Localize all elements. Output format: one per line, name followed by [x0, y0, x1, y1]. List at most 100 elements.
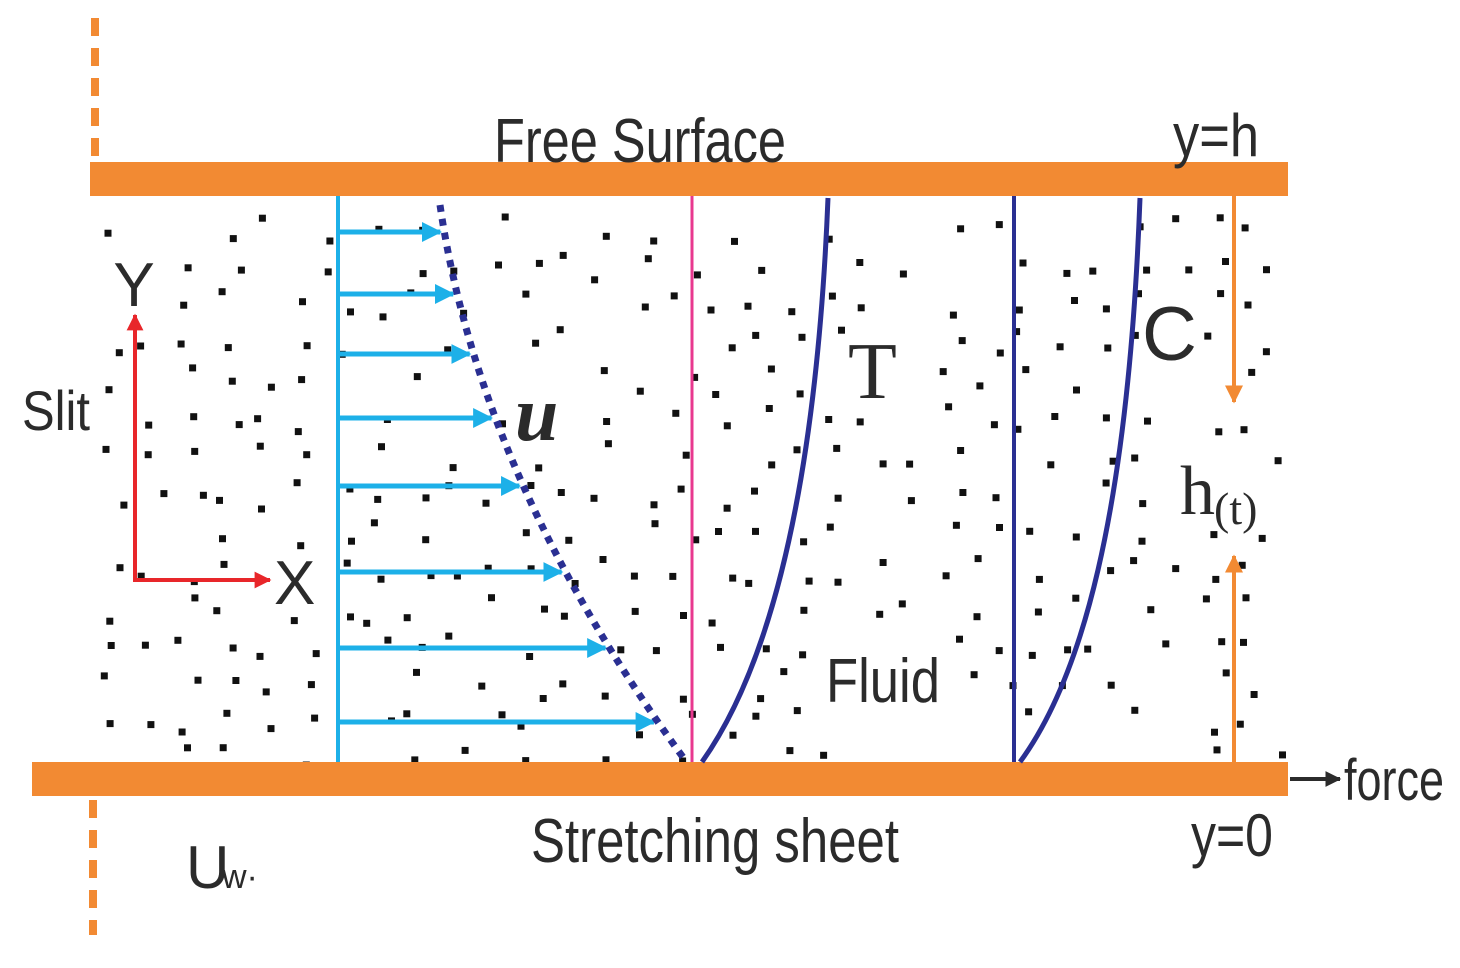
fluid-particle: [499, 420, 506, 428]
fluid-particle: [708, 619, 716, 627]
fluid-particle: [1240, 638, 1247, 646]
fluid-particle: [1241, 224, 1249, 232]
fluid-particle: [970, 671, 978, 679]
fluid-particle: [229, 644, 237, 652]
fluid-particle: [453, 572, 461, 580]
fluid-particle: [1035, 575, 1043, 583]
fluid-particle: [992, 494, 1000, 502]
fluid-particle: [199, 491, 207, 499]
y-axis-label: Y: [113, 251, 154, 320]
fluid-particle: [256, 442, 264, 450]
fluid-particle: [379, 313, 387, 321]
fluid-particle: [825, 416, 833, 423]
fluid-particle: [788, 308, 796, 316]
fluid-particle: [800, 538, 808, 546]
fluid-particle: [1238, 561, 1246, 569]
fluid-particle: [145, 421, 153, 429]
fluid-particle: [758, 266, 766, 274]
fluid-particle: [949, 311, 957, 319]
fluid-particle: [945, 403, 953, 411]
fluid-particle: [229, 235, 237, 243]
fluid-particle: [105, 386, 113, 394]
fluid-particle: [535, 464, 543, 472]
fluid-particle: [1026, 527, 1034, 535]
fluid-particle: [762, 645, 770, 653]
fluid-particle: [256, 652, 264, 660]
fluid-particle: [298, 376, 306, 384]
fluid-particle: [995, 647, 1003, 655]
fluid-particle: [107, 642, 115, 649]
fluid-particle: [692, 536, 700, 544]
fluid-particle: [1202, 595, 1210, 603]
fluid-particle: [326, 237, 334, 245]
fluid-particle: [958, 337, 966, 345]
fluid-particle: [650, 237, 658, 245]
fluid-particle: [413, 373, 421, 381]
force-label: force: [1344, 748, 1444, 813]
fluid-particle: [590, 494, 598, 502]
fluid-particle: [219, 535, 226, 543]
fluid-particle: [723, 422, 731, 430]
x-axis-label: X: [274, 549, 315, 618]
fluid-particle: [370, 519, 378, 527]
fluid-particle: [942, 572, 950, 580]
fluid-particle: [800, 606, 808, 614]
fluid-particle: [959, 489, 967, 496]
fluid-particle: [556, 326, 564, 334]
fluid-particle: [450, 267, 458, 275]
fluid-particle: [228, 377, 236, 385]
fluid-particle: [262, 688, 270, 696]
fluid-particle: [324, 268, 332, 276]
slit-label: Slit: [22, 379, 90, 442]
fluid-particle: [601, 692, 609, 700]
fluid-particle: [591, 276, 599, 284]
fluid-particle: [1222, 669, 1230, 677]
fluid-particle: [343, 559, 351, 567]
wall-velocity-label: U: [186, 834, 229, 901]
fluid-particle: [559, 680, 567, 688]
fluid-particle: [177, 340, 185, 348]
fluid-particle: [1210, 531, 1218, 539]
fluid-particle: [1025, 708, 1033, 716]
fluid-particle: [599, 556, 607, 563]
fluid-particle: [636, 731, 643, 739]
fluid-particle: [104, 229, 112, 237]
fluid-particle: [630, 572, 638, 580]
fluid-particle: [403, 710, 411, 718]
fluid-particle: [488, 594, 495, 602]
fluid-particle: [825, 235, 833, 243]
fluid-particle: [427, 572, 435, 580]
fluid-particle: [906, 460, 914, 468]
fluid-particle: [218, 288, 226, 296]
fluid-particle: [729, 731, 737, 739]
fluid-particle: [752, 712, 760, 720]
fluid-particle: [1102, 305, 1110, 313]
fluid-particle: [290, 617, 298, 625]
fluid-particle: [652, 647, 660, 655]
fluid-particle: [1015, 306, 1023, 314]
fluid-particle: [1109, 457, 1117, 465]
free-surface-plate: [90, 162, 1288, 196]
wall-velocity-subscript: w·: [221, 858, 258, 896]
fluid-particle: [780, 668, 788, 676]
fluid-particle: [729, 574, 737, 582]
fluid-particle: [793, 446, 801, 454]
fluid-particle: [603, 418, 611, 425]
fluid-particle: [1250, 691, 1258, 698]
fluid-particle: [403, 614, 411, 622]
temperature-label: T: [848, 328, 897, 416]
fluid-particle: [106, 617, 114, 625]
fluid-particle: [1172, 565, 1180, 573]
fluid-particle: [752, 331, 760, 339]
fluid-particle: [100, 672, 108, 680]
fluid-particle: [184, 264, 192, 272]
fluid-particle: [347, 308, 354, 316]
fluid-particle: [650, 501, 658, 509]
fluid-particle: [560, 612, 568, 620]
fluid-particle: [527, 482, 535, 489]
fluid-particle: [677, 485, 685, 493]
fluid-particle: [137, 572, 145, 580]
fluid-particle: [786, 747, 794, 755]
fluid-particle: [1056, 343, 1064, 351]
